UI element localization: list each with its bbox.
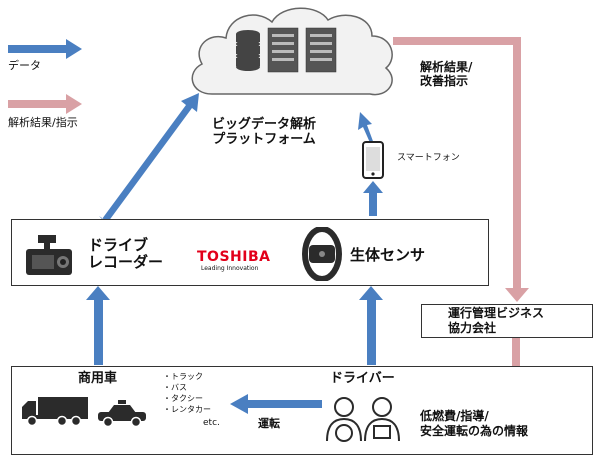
vehicles-drivers-box bbox=[11, 366, 593, 455]
vehicle-etc: etc. bbox=[203, 418, 220, 428]
legend-instruction-label: 解析結果/指示 bbox=[8, 116, 78, 129]
instruction-result-label: 解析結果/ 改善指示 bbox=[420, 60, 473, 88]
vehicle-type-item: ・トラック bbox=[163, 372, 203, 381]
drive-recorder-icon bbox=[26, 235, 72, 275]
cloud-label: ビッグデータ解析 プラットフォーム bbox=[212, 117, 317, 147]
taxi-icon bbox=[98, 400, 146, 428]
smartphone-label: スマートフォン bbox=[397, 153, 460, 163]
legend-data-arrow bbox=[8, 39, 82, 59]
driver-label: ドライバー bbox=[330, 371, 395, 386]
operator-label: 運行管理ビジネス 協力会社 bbox=[448, 306, 545, 335]
server-database-icon bbox=[236, 27, 337, 73]
legend-instruction-arrow bbox=[8, 94, 82, 114]
data-arrow-devices-to-cloud bbox=[99, 93, 199, 222]
vehicle-type-item: ・レンタカー bbox=[163, 405, 211, 414]
instruction-arrow-top bbox=[393, 37, 521, 45]
instruction-arrow-down bbox=[505, 37, 529, 302]
biosensor-label: 生体センサ bbox=[350, 246, 426, 264]
data-arrow-vehicles-to-recorder bbox=[86, 286, 110, 365]
vehicle-type-item: ・タクシー bbox=[163, 394, 203, 403]
vehicles-label: 商用車 bbox=[78, 371, 118, 386]
data-arrow-devices-to-phone bbox=[363, 181, 383, 216]
devices-box bbox=[11, 219, 489, 286]
info-label: 低燃費/指導/ 安全運転の為の情報 bbox=[420, 409, 529, 438]
data-arrow-driving bbox=[230, 394, 322, 414]
toshiba-tagline: Leading Innovation bbox=[201, 265, 259, 272]
drivers-icon bbox=[326, 397, 400, 442]
smartphone-icon bbox=[362, 141, 384, 179]
legend-data-label: データ bbox=[8, 59, 41, 72]
data-arrow-drivers-to-sensor bbox=[359, 286, 383, 365]
truck-icon bbox=[22, 397, 88, 427]
operator-box bbox=[421, 304, 593, 338]
drive-recorder-label: ドライブ レコーダー bbox=[88, 236, 164, 272]
biosensor-band-icon bbox=[302, 227, 342, 281]
driving-label: 運転 bbox=[258, 417, 280, 430]
data-arrow-phone-to-cloud bbox=[358, 112, 381, 154]
vehicle-type-list: ・トラック ・バス ・タクシー ・レンタカー bbox=[163, 371, 211, 415]
vehicle-type-item: ・バス bbox=[163, 383, 187, 392]
toshiba-logo: TOSHIBA bbox=[197, 249, 271, 265]
